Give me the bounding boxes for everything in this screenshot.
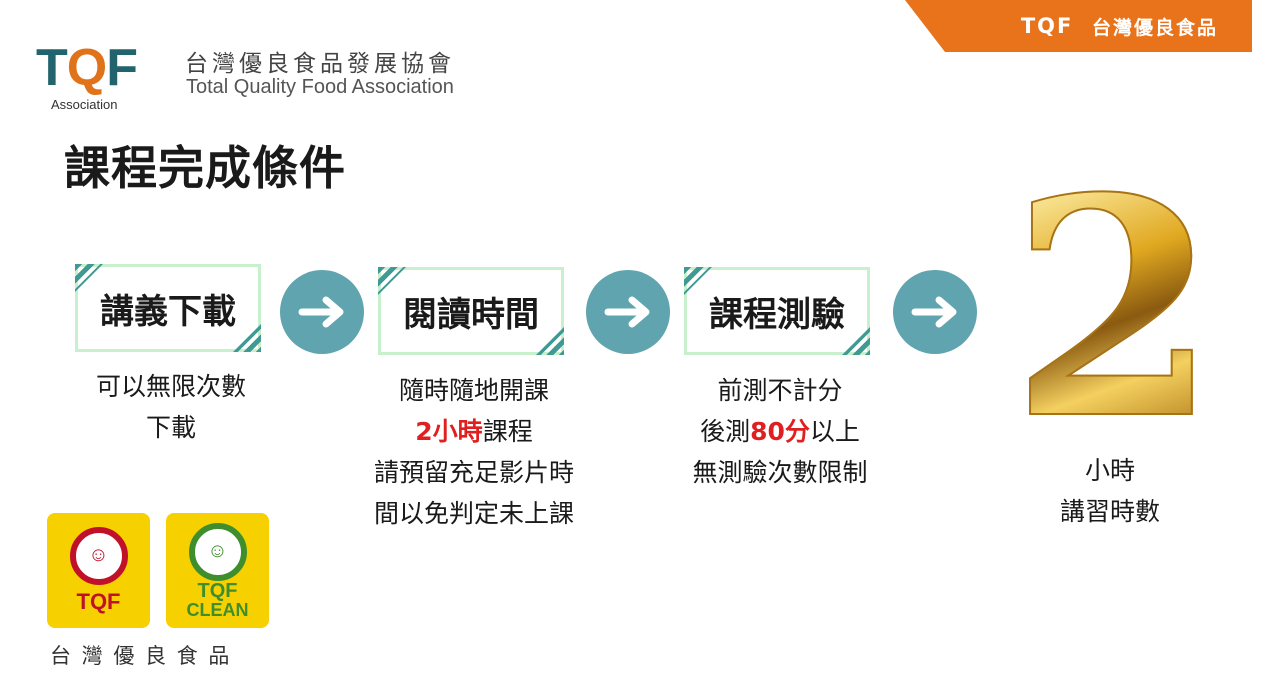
step-desc-download: 可以無限次數下載 [95,372,246,442]
org-name-en: Total Quality Food Association [186,76,454,98]
brand-tab: TQF 台灣優良食品 [905,0,1252,52]
badge-footer: 台 灣 優 良 食 品 [50,644,232,668]
brand-tab-logo: TQF [1020,14,1074,38]
tqf-badge: ☺TQF [47,513,150,628]
page-title: 課程完成條件 [64,141,346,195]
step-box-download: 講義下載 [75,264,261,352]
brand-tab-label: 台灣優良食品 [1091,16,1218,39]
hours-number: 2 [1010,186,1210,432]
logo-subtitle: Association [51,97,118,112]
smiley-icon: ☺ [188,522,247,581]
hours-caption: 小時講習時數 [1059,456,1160,526]
step-box-quiz: 課程測驗 [684,267,870,355]
arrow-right-icon [893,270,977,354]
tqf-logo: TQF [36,39,138,97]
step-desc-quiz: 前測不計分後測80分以上無測驗次數限制 [692,376,868,487]
step-box-reading: 閱讀時間 [378,267,564,355]
arrow-right-icon [586,270,670,354]
org-name-zh: 台灣優良食品發展協會 [185,51,455,77]
arrow-right-icon [280,270,364,354]
smiley-icon: ☺ [69,526,128,585]
